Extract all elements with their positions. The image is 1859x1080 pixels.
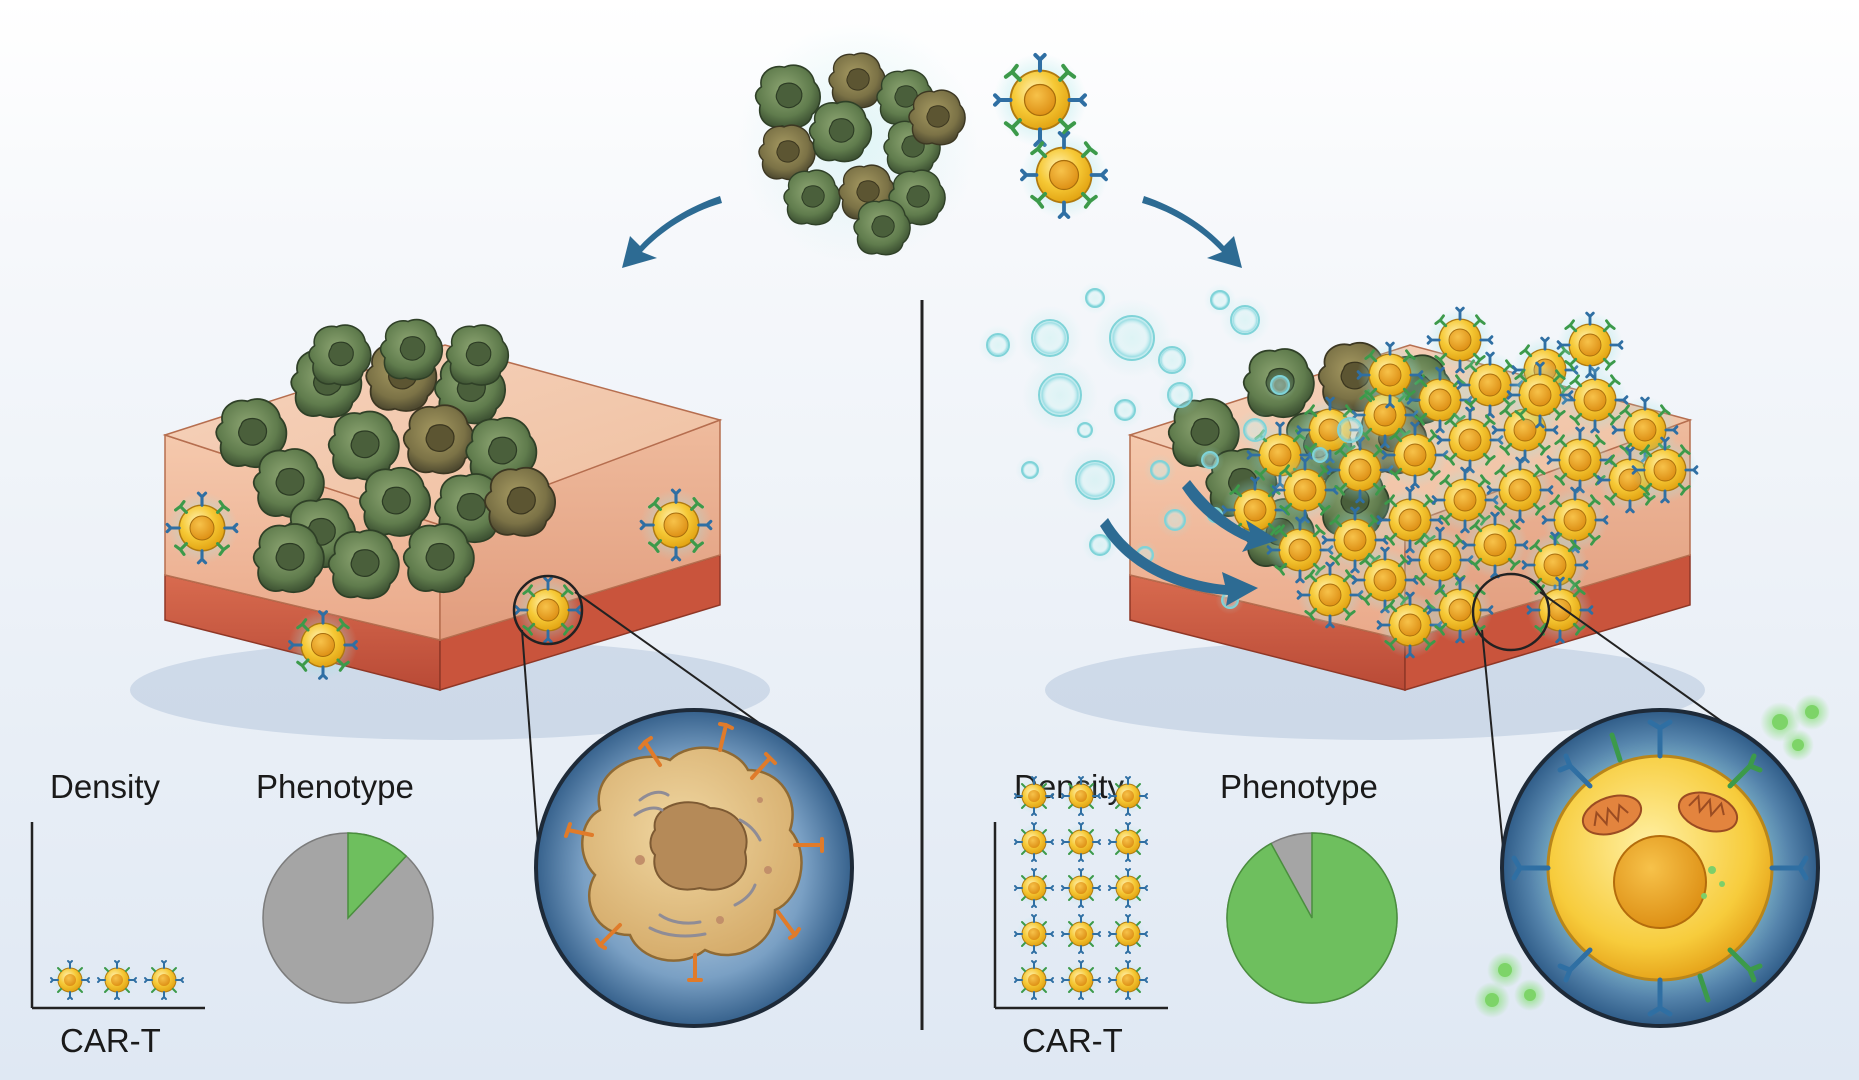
left-phenotype-chart: Phenotype <box>256 768 434 1004</box>
infiltrating-t-cell <box>1460 510 1530 580</box>
cytokine-bubble <box>1210 290 1230 310</box>
cytokine-bubble <box>986 333 1010 357</box>
cytokine-bubble <box>1031 319 1069 357</box>
infiltrating-t-cell <box>1505 360 1575 430</box>
cytokine-bubble <box>1075 460 1115 500</box>
left-axis-label: CAR-T <box>60 1022 161 1059</box>
cytokine-bubble <box>1312 447 1328 463</box>
cytokine-bubble <box>1230 305 1260 335</box>
arrow-left-icon <box>622 196 722 268</box>
right-phenotype-chart: Phenotype <box>1220 768 1398 1004</box>
left-pie-active-slice <box>347 832 408 920</box>
left-density-label: Density <box>50 768 161 805</box>
left-density-cells <box>50 960 184 1000</box>
right-axis-label: CAR-T <box>1022 1022 1123 1059</box>
cytokine-bubble <box>1164 509 1186 531</box>
left-phenotype-pie <box>262 832 434 1004</box>
cytokine-bubble <box>1077 422 1093 438</box>
left-zoom-connector <box>521 591 791 871</box>
cytokine-bubble <box>1167 382 1193 408</box>
cytokine-bubble <box>1201 451 1219 469</box>
infiltrating-t-cell <box>1355 340 1425 410</box>
infiltrating-t-cell <box>1555 310 1625 380</box>
split-arrows <box>622 196 1242 268</box>
arrow-infiltrate-1-icon <box>1182 480 1278 552</box>
cytokine-bubble <box>1085 288 1105 308</box>
infiltrating-t-cell <box>1525 575 1595 645</box>
right-phenotype-pie <box>1226 832 1398 1004</box>
right-zoom-activated-t-cell <box>1474 694 1830 1028</box>
arrow-right-icon <box>1142 196 1242 268</box>
cytokine-particles <box>1474 694 1830 1018</box>
cytokine-bubble <box>1109 315 1155 361</box>
cytokine-bubble <box>1270 375 1290 395</box>
right-pie-active-slice <box>1226 832 1398 1004</box>
left-zoom-exhausted-t-cell <box>534 708 854 1028</box>
infiltrating-t-cell <box>1425 305 1495 375</box>
cytokine-bubble <box>1243 418 1267 442</box>
cytokine-bubble <box>1114 399 1136 421</box>
infiltrating-t-cell <box>1630 435 1700 505</box>
right-phenotype-label: Phenotype <box>1220 768 1378 805</box>
cytokine-bubble <box>1337 417 1363 443</box>
cytokine-bubble <box>1089 534 1111 556</box>
mitochondria-icon <box>1581 791 1739 836</box>
infiltration-arrows <box>1100 480 1278 606</box>
cytokine-bubble <box>1038 373 1082 417</box>
left-density-chart: Density CAR-T <box>30 768 205 1059</box>
cytokine-bubble <box>1021 461 1039 479</box>
left-tissue-block <box>130 318 770 740</box>
cytokine-bubble <box>1158 346 1186 374</box>
left-phenotype-label: Phenotype <box>256 768 414 805</box>
cytokine-bubble <box>1150 460 1170 480</box>
source-tumor-cluster <box>738 22 978 262</box>
right-density-chart: Density CAR-T <box>993 768 1168 1059</box>
right-density-cells <box>1014 776 1148 1000</box>
infiltrating-t-cell <box>1435 405 1505 475</box>
